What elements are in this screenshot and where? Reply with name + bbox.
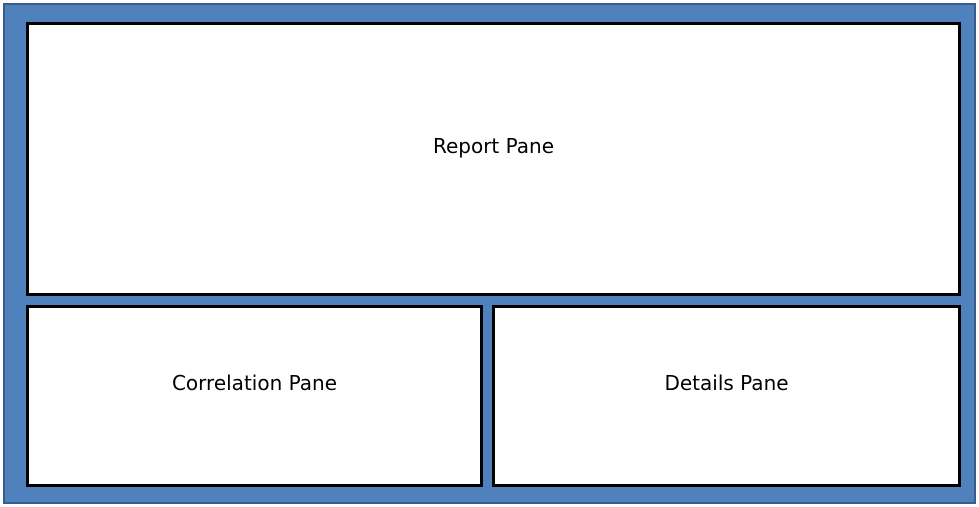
- details-pane: Details Pane: [492, 305, 961, 487]
- details-pane-label: Details Pane: [664, 371, 789, 395]
- layout-frame: Report Pane Correlation Pane Details Pan…: [3, 3, 976, 504]
- report-pane: Report Pane: [26, 22, 961, 296]
- correlation-pane: Correlation Pane: [26, 305, 483, 487]
- report-pane-label: Report Pane: [432, 134, 555, 158]
- correlation-pane-label: Correlation Pane: [171, 371, 338, 395]
